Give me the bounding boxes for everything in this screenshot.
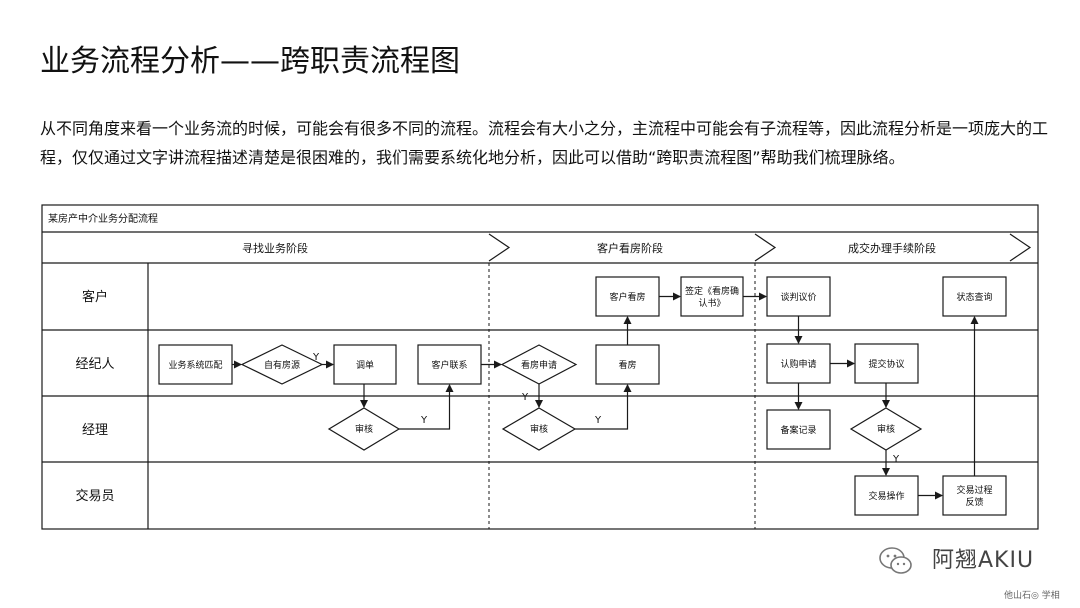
node-record-label: 备案记录 — [780, 424, 816, 436]
node-audit-1 — [327, 407, 401, 451]
phase-chevrons — [488, 233, 1032, 262]
node-feedback — [942, 475, 1007, 516]
node-contact-label: 客户联系 — [431, 359, 467, 371]
edge-audit1-to-contact — [399, 384, 454, 430]
node-feedback-label-2: 反馈 — [965, 496, 983, 508]
node-audit-1-label: 审核 — [355, 423, 373, 435]
node-negotiate-label: 谈判议价 — [780, 291, 816, 303]
node-has-source — [240, 344, 324, 385]
node-submit — [854, 343, 919, 384]
watermark-brand: 阿翘AKIU — [932, 548, 1035, 573]
node-record — [766, 409, 831, 450]
node-negotiate — [766, 276, 831, 317]
wechat-icon — [879, 547, 912, 574]
edge-label-y-5: Y — [892, 454, 900, 465]
node-sign-confirm-label-1: 签定《看房确 — [685, 285, 739, 297]
node-view-label: 看房 — [618, 359, 636, 371]
node-client-view — [595, 276, 660, 317]
intro-paragraph: 从不同角度来看一个业务流的时候，可能会有很多不同的流程。流程会有大小之分，主流程… — [40, 119, 1049, 167]
node-trade-op-label: 交易操作 — [868, 490, 904, 502]
node-transfer-label: 调单 — [356, 359, 374, 371]
node-has-source-label: 自有房源 — [264, 359, 300, 371]
lane-label-manager: 经理 — [82, 423, 108, 438]
page-title: 业务流程分析——跨职责流程图 — [40, 44, 460, 79]
node-sign-confirm — [680, 276, 744, 317]
node-audit-2-label: 审核 — [530, 423, 548, 435]
watermark-credit: 他山石◎ 学相 — [1004, 591, 1060, 601]
edge-label-y-1: Y — [312, 352, 320, 363]
diagram-frame — [41, 204, 1039, 530]
phase-dividers — [488, 263, 756, 529]
node-feedback-label-1: 交易过程 — [956, 484, 992, 496]
node-client-view-label: 客户看房 — [609, 291, 645, 303]
diagram-title: 某房产中介业务分配流程 — [48, 212, 158, 225]
phase-label-2: 客户看房阶段 — [597, 241, 663, 255]
phase-label-1: 寻找业务阶段 — [242, 241, 308, 255]
lane-label-agent: 经纪人 — [75, 357, 114, 372]
edge-label-y-2: Y — [420, 415, 428, 426]
node-submit-label: 提交协议 — [868, 358, 904, 370]
node-biz-match — [158, 344, 233, 385]
node-trade-op — [854, 475, 919, 516]
lane-label-trader: 交易员 — [75, 488, 114, 504]
phase-label-3: 成交办理手续阶段 — [848, 241, 936, 255]
node-status-query — [942, 276, 1007, 317]
edge-label-y-4: Y — [594, 415, 602, 426]
edge-audit2-to-view — [575, 384, 632, 430]
node-purchase-apply-label: 认购申请 — [780, 358, 816, 370]
node-audit-2 — [501, 407, 577, 451]
node-biz-match-label: 业务系统匹配 — [168, 359, 222, 371]
node-view — [595, 344, 660, 385]
node-audit-3-label: 审核 — [877, 423, 895, 435]
lane-label-customer: 客户 — [82, 289, 108, 305]
node-transfer — [333, 344, 397, 385]
node-view-apply-label: 看房申请 — [521, 359, 557, 371]
node-status-query-label: 状态查询 — [956, 291, 992, 303]
edge-label-y-3: Y — [521, 392, 529, 403]
node-sign-confirm-label-2: 认书》 — [698, 297, 725, 309]
